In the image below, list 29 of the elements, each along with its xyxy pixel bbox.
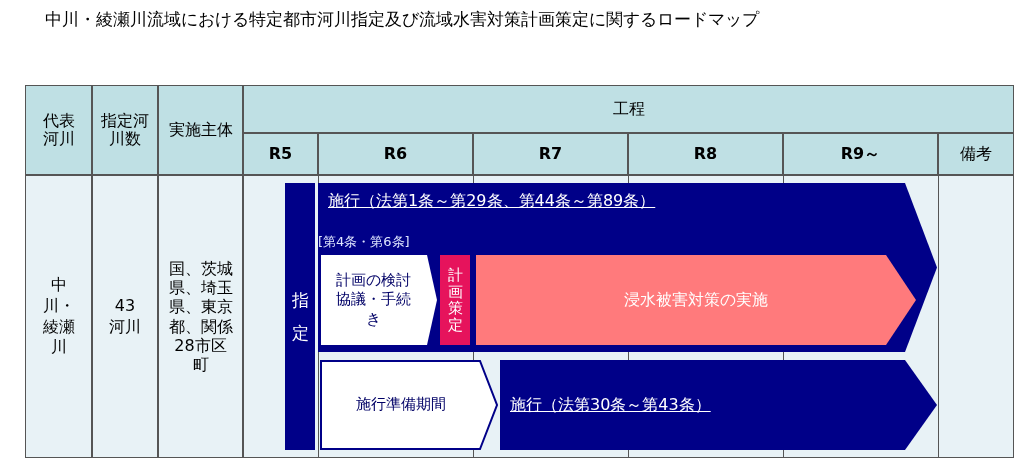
vertical-label: 計画策定 xyxy=(447,267,463,333)
table-cell: 中川・綾瀬川 xyxy=(25,175,92,458)
vertical-label: 指定 xyxy=(291,289,309,345)
header-cell: R9～ xyxy=(783,133,938,175)
enforcement-phase-bar xyxy=(318,183,937,352)
header-cell: 実施主体 xyxy=(158,85,243,175)
step-label: 浸水被害対策の実施 xyxy=(624,289,768,311)
implementation-phase-bar xyxy=(476,255,916,345)
header-cell: R6 xyxy=(318,133,473,175)
preparation-phase-bar xyxy=(320,360,498,450)
header-cell: 工程 xyxy=(243,85,1014,133)
step-label: 計画の検討協議・手続き xyxy=(334,270,412,330)
header-cell: R7 xyxy=(473,133,628,175)
header-cell: R5 xyxy=(243,133,318,175)
designation-bar xyxy=(285,183,315,450)
header-cell: 備考 xyxy=(938,133,1014,175)
step-label: 施行準備期間 xyxy=(356,395,446,415)
step-title: 施行（法第1条～第29条、第44条～第89条） xyxy=(328,190,656,212)
table-cell: 国、茨城県、埼玉県、東京都、関係28市区町 xyxy=(158,175,243,458)
table-cell: 43河川 xyxy=(92,175,158,458)
header-cell: R8 xyxy=(628,133,783,175)
plan-bar xyxy=(440,255,470,345)
step-title: 施行（法第30条～第43条） xyxy=(510,394,711,416)
title: 中川・綾瀬川流域における特定都市河川指定及び流域水害対策計画策定に関するロードマップ xyxy=(45,8,759,31)
header-cell: 指定河川数 xyxy=(92,85,158,175)
header-cell: 代表河川 xyxy=(25,85,92,175)
enforcement-phase-bar xyxy=(500,360,937,450)
article-note: [第4条・第6条] xyxy=(318,233,410,251)
consultation-phase-bar xyxy=(321,255,437,345)
